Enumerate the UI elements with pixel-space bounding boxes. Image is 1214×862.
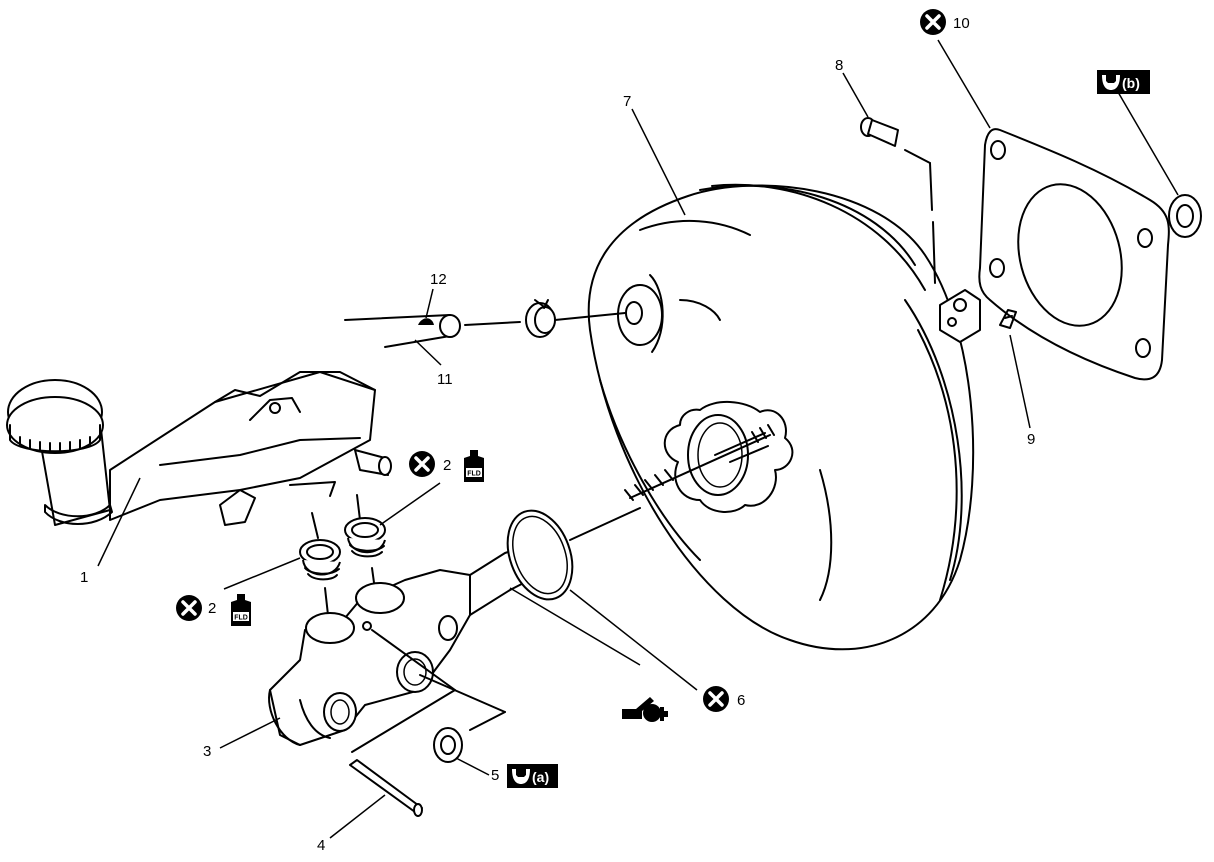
label-part-12: 12 [430,271,447,288]
label-part-8: 8 [835,57,843,74]
label-part-4: 4 [317,837,325,854]
vacuum-hose [344,312,626,348]
label-part-1: 1 [80,569,88,586]
torque-badge-b: (b) [1097,70,1150,94]
clevis-pin [860,117,936,284]
reservoir-grommet-lower [299,512,376,616]
torque-badge-b-label: (b) [1122,75,1140,91]
clevis-clip [999,309,1017,329]
label-part-5: 5 [491,767,499,784]
reservoir-pin [349,759,423,817]
flange-nut-a [433,727,463,763]
torque-wrench-icon [1102,75,1120,90]
label-part-2-upper: 2 [443,457,451,474]
torque-wrench-icon [512,769,530,784]
do-not-reuse-icon [409,451,435,477]
torque-badge-a-label: (a) [532,769,549,785]
label-part-10: 10 [953,15,970,32]
leader-lines [97,39,1179,839]
label-part-7: 7 [623,93,631,110]
label-part-11: 11 [437,371,453,388]
label-part-6: 6 [737,692,745,709]
label-part-2-lower: 2 [208,600,216,617]
booster-gasket [978,128,1170,381]
brake-fluid-icon: FLD [464,450,484,482]
svg-text:FLD: FLD [467,471,481,478]
flange-nut-b [1168,194,1202,238]
hose-clamp [525,299,556,338]
brake-booster [569,183,981,651]
do-not-reuse-icon [920,9,946,35]
do-not-reuse-icon [703,686,729,712]
brake-grease-icon [622,697,668,722]
do-not-reuse-icon [176,595,202,621]
svg-text:FLD: FLD [234,615,248,622]
torque-badge-a: (a) [507,764,558,788]
reservoir-grommet-upper [344,494,386,558]
master-cylinder-o-ring [506,509,574,601]
brake-fluid-reservoir [6,371,392,526]
brake-fluid-icon: FLD [231,594,251,626]
label-part-9: 9 [1027,431,1035,448]
label-part-3: 3 [203,743,211,760]
